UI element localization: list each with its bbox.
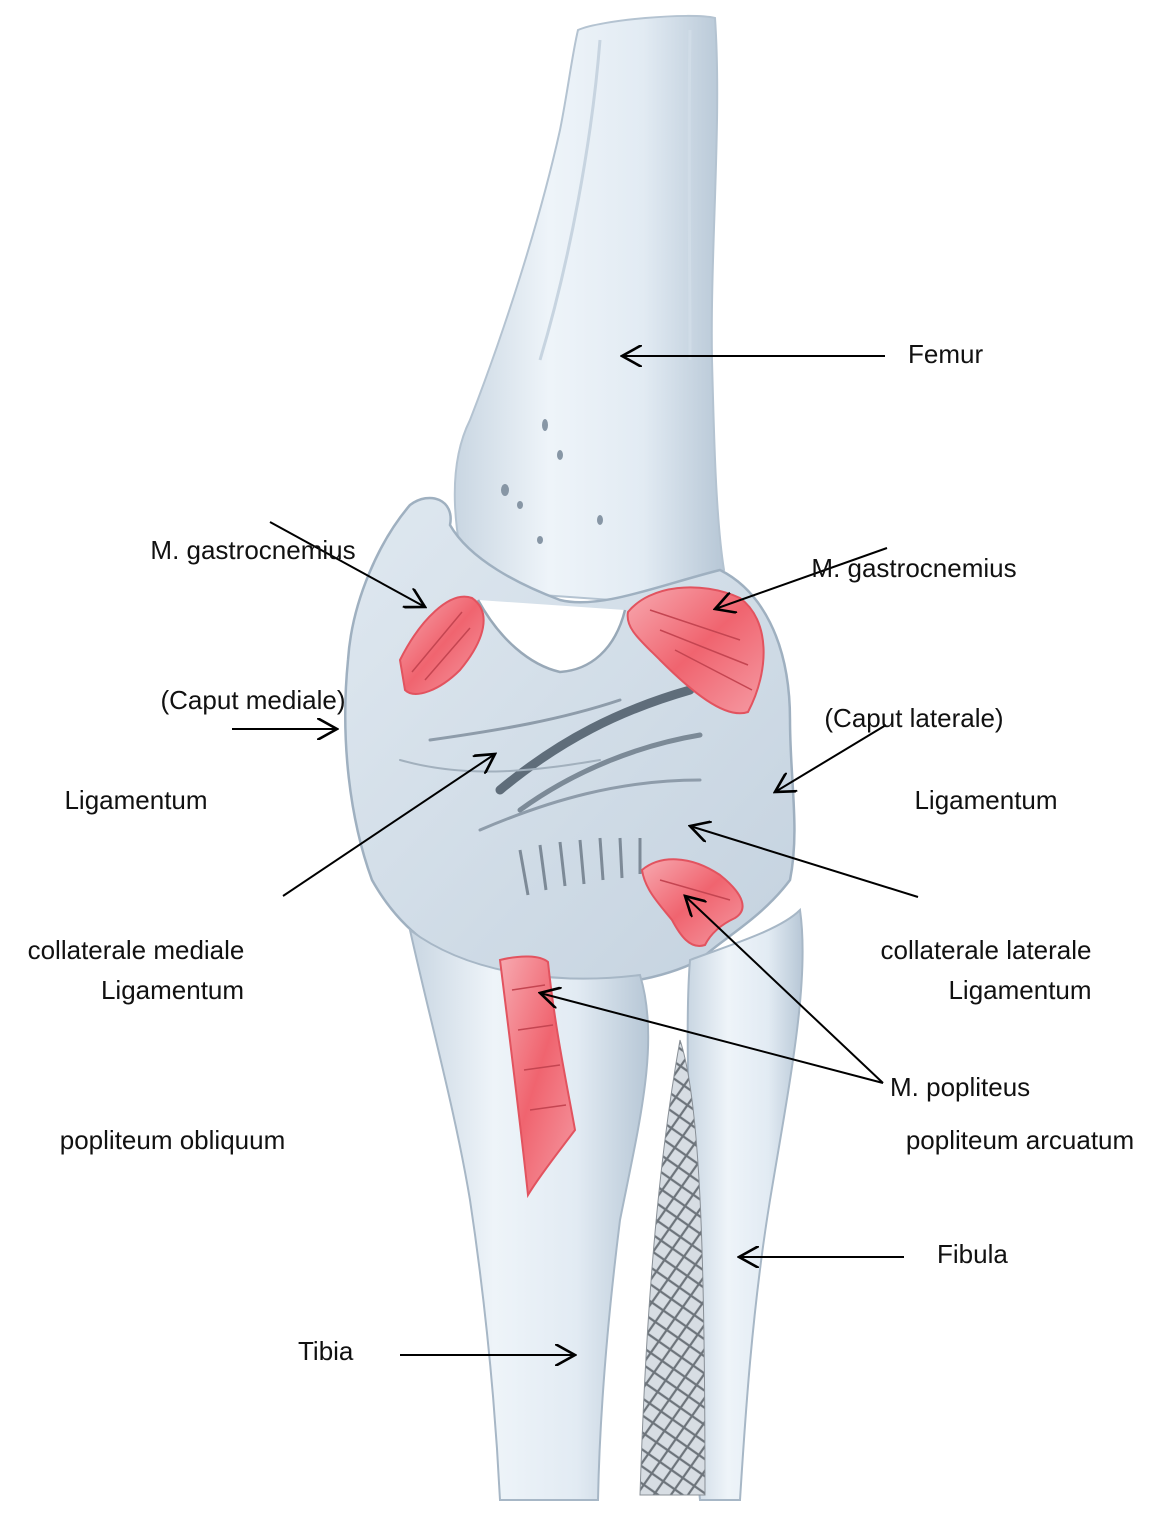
label-fibula: Fibula	[937, 1229, 1008, 1279]
label-popliteum-arcuatum-line-1: Ligamentum	[885, 965, 1155, 1015]
femur-shape	[455, 16, 724, 600]
label-popliteus: M. popliteus	[890, 1062, 1030, 1112]
label-popliteum-arcuatum-line-2: popliteum arcuatum	[885, 1115, 1155, 1165]
label-femur: Femur	[908, 329, 983, 379]
label-gastrocnemius-lateral-line-1: M. gastrocnemius	[783, 543, 1045, 593]
label-tibia: Tibia	[298, 1326, 353, 1376]
label-popliteum-obliquum: Ligamentum popliteum obliquum	[35, 865, 310, 1265]
label-gastrocnemius-medial-line-1: M. gastrocnemius	[123, 525, 383, 575]
label-popliteum-obliquum-line-2: popliteum obliquum	[35, 1115, 310, 1165]
label-popliteum-obliquum-line-1: Ligamentum	[35, 965, 310, 1015]
label-collateral-medial-line-1: Ligamentum	[5, 775, 267, 825]
label-collateral-lateral-line-1: Ligamentum	[855, 775, 1117, 825]
